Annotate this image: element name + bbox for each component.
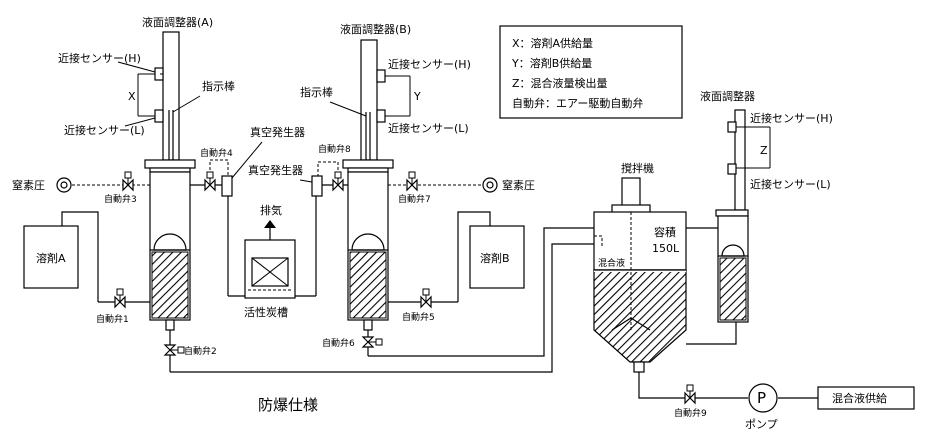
label-pump: ポンプ xyxy=(745,418,778,431)
vacuum-generator-a xyxy=(221,175,233,197)
level-controller-b: 液面調整器(B) Y xyxy=(340,22,421,331)
legend-valve: 自動弁：エアー駆動自動弁 xyxy=(512,96,643,110)
label-valve-1: 自動弁1 xyxy=(96,313,129,325)
proximity-sensor-c-high xyxy=(727,121,737,133)
label-valve-7: 自動弁7 xyxy=(398,193,431,205)
label-indicator-a: 指示棒 xyxy=(202,79,235,93)
solvent-b-tank: 溶剤B xyxy=(457,211,525,302)
nitrogen-b: 窒素圧 xyxy=(482,177,535,193)
label-valve-6: 自動弁6 xyxy=(322,337,355,349)
vacuum-generator-b xyxy=(311,175,323,197)
auto-valve-4: 自動弁4 xyxy=(200,147,233,192)
label-n2-b: 窒素圧 xyxy=(502,178,535,192)
label-level-c: 液面調整器 xyxy=(700,89,755,103)
label-z: Z xyxy=(760,144,768,157)
mixed-liquid-supply: 混合液供給 xyxy=(817,386,915,410)
pump-symbol: P xyxy=(757,389,766,407)
valves: 自動弁1 自動弁2 自動弁3 自動弁4 自動弁5 自動弁6 自動弁7 自動弁8 自動弁9 xyxy=(96,143,707,419)
level-controller-a: 液面調整器(A) X xyxy=(128,15,213,331)
mixing-tank: 撹拌機 容積 150L 混合液 xyxy=(593,161,687,373)
legend-box: X：溶剤A供給量 Y：溶剤B供給量 Z：混合液量検出量 自動弁：エアー駆動自動弁 xyxy=(499,25,683,119)
proximity-sensor-a-low xyxy=(154,109,164,123)
proximity-sensor-b-low xyxy=(376,109,386,123)
label-prox-b-h: 近接センサー(H) xyxy=(388,58,471,71)
label-indicator-b: 指示棒 xyxy=(300,85,333,99)
auto-valve-2: 自動弁2 xyxy=(163,344,217,357)
legend-z: Z：混合液量検出量 xyxy=(512,76,608,90)
label-valve-5: 自動弁5 xyxy=(402,311,435,323)
level-controller-c: 液面調整器 Z xyxy=(700,89,771,323)
auto-valve-3: 自動弁3 xyxy=(104,171,137,205)
label-solvent-a: 溶剤A xyxy=(36,251,66,265)
label-volume: 150L xyxy=(652,242,680,255)
legend-x: X：溶剤A供給量 xyxy=(512,36,593,50)
piping xyxy=(72,159,818,399)
label-prox-a-h: 近接センサー(H) xyxy=(58,52,141,65)
label-supply: 混合液供給 xyxy=(832,391,887,405)
label-vacuum-a: 真空発生器 xyxy=(250,125,305,139)
label-capacity: 容積 xyxy=(654,225,676,239)
auto-valve-9: 自動弁9 xyxy=(674,384,707,419)
auto-valve-5: 自動弁5 xyxy=(402,288,435,323)
label-exhaust: 排気 xyxy=(260,203,282,217)
label-solvent-b: 溶剤B xyxy=(480,251,510,265)
label-prox-b-l: 近接センサー(L) xyxy=(388,122,469,135)
proximity-sensor-b-high xyxy=(376,69,386,83)
nitrogen-a: 窒素圧 xyxy=(12,177,72,193)
label-y: Y xyxy=(413,90,421,103)
label-prox-c-l: 近接センサー(L) xyxy=(750,178,831,191)
label-valve-9: 自動弁9 xyxy=(674,407,707,419)
label-mixed: 混合液 xyxy=(598,257,625,269)
activated-carbon-tank: 排気 活性炭槽 xyxy=(244,203,296,319)
auto-valve-6: 自動弁6 xyxy=(322,336,383,349)
legend-y: Y：溶剤B供給量 xyxy=(511,56,592,70)
label-stirrer: 撹拌機 xyxy=(621,161,654,175)
label-valve-4: 自動弁4 xyxy=(200,147,233,159)
label-explosion-proof: 防爆仕様 xyxy=(258,396,318,414)
label-x: X xyxy=(128,90,136,103)
label-n2-a: 窒素圧 xyxy=(12,178,45,192)
proximity-sensor-c-low xyxy=(727,163,737,175)
label-valve-3: 自動弁3 xyxy=(104,193,137,205)
auto-valve-1: 自動弁1 xyxy=(96,288,129,325)
auto-valve-7: 自動弁7 xyxy=(398,171,431,205)
pump: P ポンプ xyxy=(745,383,778,431)
label-level-b: 液面調整器(B) xyxy=(340,22,411,36)
label-valve-8: 自動弁8 xyxy=(318,143,351,155)
solvent-a-tank: 溶剤A xyxy=(23,211,99,302)
label-level-a: 液面調整器(A) xyxy=(142,15,213,29)
label-prox-a-l: 近接センサー(L) xyxy=(64,124,145,137)
label-carbon: 活性炭槽 xyxy=(244,305,288,319)
label-vacuum-b: 真空発生器 xyxy=(248,163,303,177)
label-valve-2: 自動弁2 xyxy=(184,345,217,357)
auto-valve-8: 自動弁8 xyxy=(318,143,351,192)
label-prox-c-h: 近接センサー(H) xyxy=(750,112,833,125)
